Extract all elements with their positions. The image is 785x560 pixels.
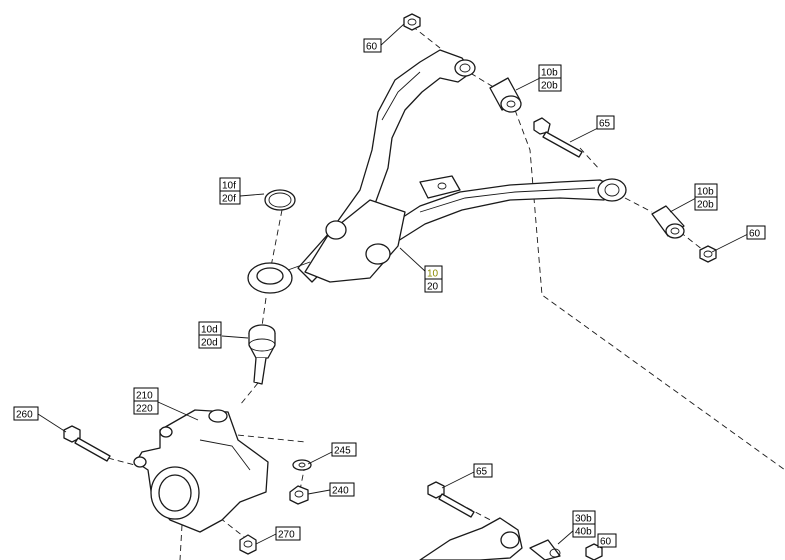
callout-60-bottom: 60: [597, 533, 617, 548]
bolt-260: [63, 425, 111, 462]
callout-60-top: 60: [363, 38, 382, 53]
callout-245: 245: [331, 442, 357, 457]
lower-a-arm-partial: [419, 517, 603, 560]
svg-text:270: 270: [278, 530, 295, 541]
nut-240: [289, 485, 309, 505]
svg-text:20: 20: [427, 282, 439, 293]
snap-ring-10f: [264, 189, 296, 211]
svg-text:65: 65: [599, 119, 611, 130]
svg-text:20b: 20b: [697, 200, 714, 211]
nut-60-top: [403, 13, 421, 31]
washer-245: [292, 459, 312, 471]
callout-260: 260: [13, 406, 39, 421]
callout-10d-20d: 10d 20d: [198, 321, 222, 349]
bushing-10b-top: [489, 77, 522, 113]
svg-text:240: 240: [332, 486, 349, 497]
svg-text:10f: 10f: [222, 181, 236, 192]
svg-text:30b: 30b: [575, 514, 592, 525]
callout-10-20: 10 20: [424, 265, 443, 293]
callout-210-220: 210 220: [133, 387, 159, 415]
leader-lines: [37, 23, 749, 548]
callout-10f-20f: 10f 20f: [219, 177, 241, 205]
svg-text:20d: 20d: [201, 338, 218, 349]
callout-60-right: 60: [746, 225, 766, 240]
bolt-65-bottom: [427, 481, 475, 518]
svg-text:65: 65: [476, 467, 488, 478]
svg-text:60: 60: [749, 229, 761, 240]
svg-text:10: 10: [427, 269, 439, 280]
svg-text:260: 260: [16, 410, 33, 421]
callout-65-top: 65: [596, 115, 615, 130]
svg-text:10b: 10b: [697, 187, 714, 198]
svg-text:20b: 20b: [541, 81, 558, 92]
svg-text:220: 220: [136, 404, 153, 415]
callout-65-bottom: 65: [473, 463, 493, 478]
bushing-10b-right: [651, 205, 685, 239]
svg-text:10d: 10d: [201, 325, 218, 336]
nut-270: [239, 534, 257, 555]
assembly-centerlines: [107, 25, 785, 560]
bolt-65-top: [533, 117, 583, 158]
svg-text:210: 210: [136, 391, 153, 402]
steering-knuckle: [133, 409, 269, 533]
svg-text:245: 245: [334, 446, 351, 457]
nut-60-right: [699, 245, 717, 263]
callout-10b-20b-right: 10b 20b: [694, 183, 718, 211]
svg-text:60: 60: [600, 537, 612, 548]
callout-10b-20b-top: 10b 20b: [538, 64, 562, 92]
svg-text:10b: 10b: [541, 68, 558, 79]
callout-270: 270: [275, 526, 301, 541]
a-arm-assembly: [247, 49, 627, 294]
svg-text:20f: 20f: [222, 194, 236, 205]
svg-text:40b: 40b: [575, 527, 592, 538]
callout-30b-40b: 30b 40b: [572, 510, 596, 538]
callout-240: 240: [329, 482, 355, 497]
svg-text:60: 60: [366, 42, 378, 53]
ball-joint-10d: [248, 324, 276, 385]
